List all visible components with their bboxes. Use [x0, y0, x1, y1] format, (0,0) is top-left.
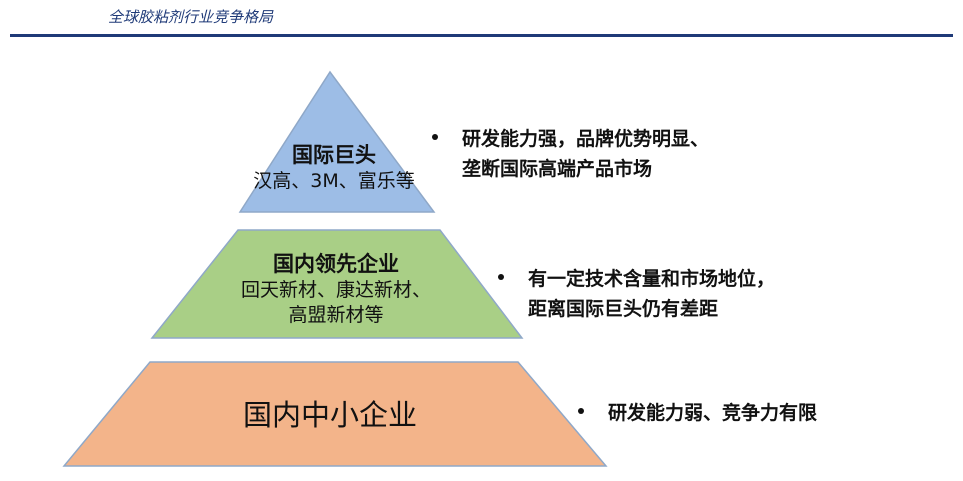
tier-middle-description-line-1: 有一定技术含量和市场地位，: [528, 268, 776, 290]
tier-middle-label: 国内领先企业 回天新材、康达新材、 高盟新材等: [186, 250, 486, 328]
tier-middle-description: 有一定技术含量和市场地位， 距离国际巨头仍有差距: [498, 264, 775, 324]
tier-top-name: 国际巨头: [292, 143, 376, 167]
tier-top-description-line-2: 垄断国际高端产品市场: [462, 158, 653, 180]
page-title: 全球胶粘剂行业竞争格局: [108, 8, 274, 26]
tier-top-shape: [238, 70, 436, 213]
tier-bottom-shape: [62, 361, 608, 467]
tier-top-label: 国际巨头 汉高、3M、富乐等: [214, 142, 454, 194]
bullet-icon: [578, 408, 584, 414]
bullet-icon: [432, 134, 438, 140]
tier-top-examples: 汉高、3M、富乐等: [253, 170, 415, 192]
tier-middle-name: 国内领先企业: [273, 252, 399, 276]
tier-top-description: 研发能力强，品牌优势明显、 垄断国际高端产品市场: [432, 124, 709, 184]
tier-middle-shape: [150, 229, 524, 339]
tier-bottom-description: 研发能力弱、竞争力有限: [578, 398, 817, 428]
bullet-icon: [498, 274, 504, 280]
tier-top-description-line-1: 研发能力强，品牌优势明显、: [462, 128, 710, 150]
tier-bottom-label: 国内中小企业: [130, 395, 530, 435]
tier-middle-description-line-2: 距离国际巨头仍有差距: [528, 298, 719, 320]
header-divider: [10, 34, 953, 37]
tier-middle-examples-line-1: 回天新材、康达新材、: [240, 279, 431, 301]
tier-bottom-name: 国内中小企业: [242, 398, 417, 432]
tier-bottom-description-line-1: 研发能力弱、竞争力有限: [608, 402, 818, 424]
tier-middle-examples-line-2: 高盟新材等: [288, 304, 384, 326]
